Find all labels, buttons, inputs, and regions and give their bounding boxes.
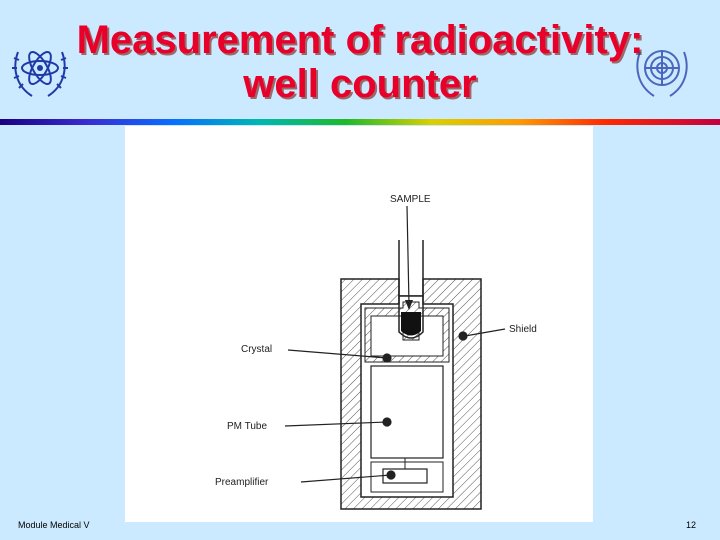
label-shield: Shield <box>509 324 537 335</box>
label-preamplifier: Preamplifier <box>215 477 269 488</box>
rainbow-divider <box>0 119 720 125</box>
leader-lines <box>284 328 506 483</box>
label-crystal: Crystal <box>241 344 272 355</box>
preamplifier-box <box>370 458 444 493</box>
atom-emblem-icon <box>12 51 68 97</box>
slide-title-line-2: well counter <box>243 62 477 106</box>
label-pm-tube: PM Tube <box>227 421 267 432</box>
sample-tube <box>398 205 424 339</box>
slide-title-line-1: Measurement of radioactivity: <box>76 18 644 62</box>
slide-page-number: 12 <box>685 520 696 530</box>
slide-title: Measurement of radioactivity: well count… <box>60 18 660 106</box>
footer-module-name: Module Medical V <box>18 520 90 530</box>
pm-tube <box>370 365 444 459</box>
globe-emblem-icon <box>636 50 688 97</box>
label-sample: SAMPLE <box>390 194 431 205</box>
well-counter-diagram: SAMPLE Shield Crystal PM Tube Preamplifi… <box>125 126 593 522</box>
